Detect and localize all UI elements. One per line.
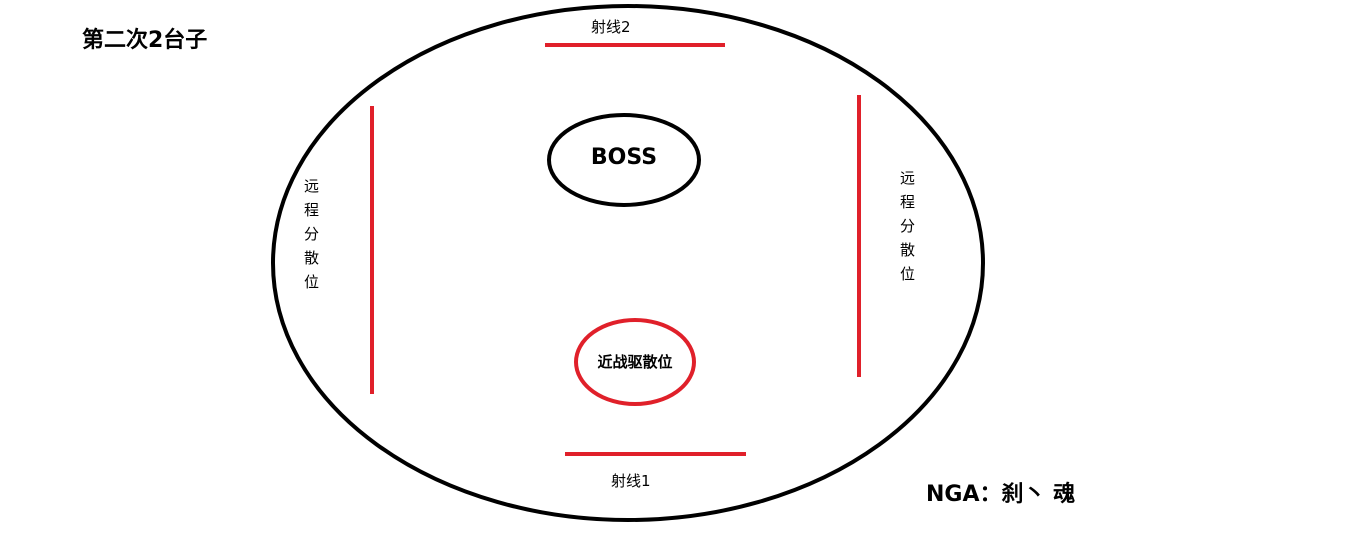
arena-outline xyxy=(271,4,985,522)
melee-spread-circle xyxy=(574,318,696,406)
boss-circle xyxy=(547,113,701,207)
diagram-title: 第二次2台子 xyxy=(82,28,208,53)
credit-label: NGA：刹丶 魂 xyxy=(926,482,1076,507)
melee-spread-label: 近战驱散位 xyxy=(597,353,673,371)
boss-label: BOSS xyxy=(590,145,658,170)
ranged-spread-right-label: 远程分散位 xyxy=(898,170,916,290)
ray-1-label: 射线1 xyxy=(611,472,651,490)
ray-2-label: 射线2 xyxy=(591,18,631,36)
ranged-spread-left-label: 远程分散位 xyxy=(302,178,320,298)
